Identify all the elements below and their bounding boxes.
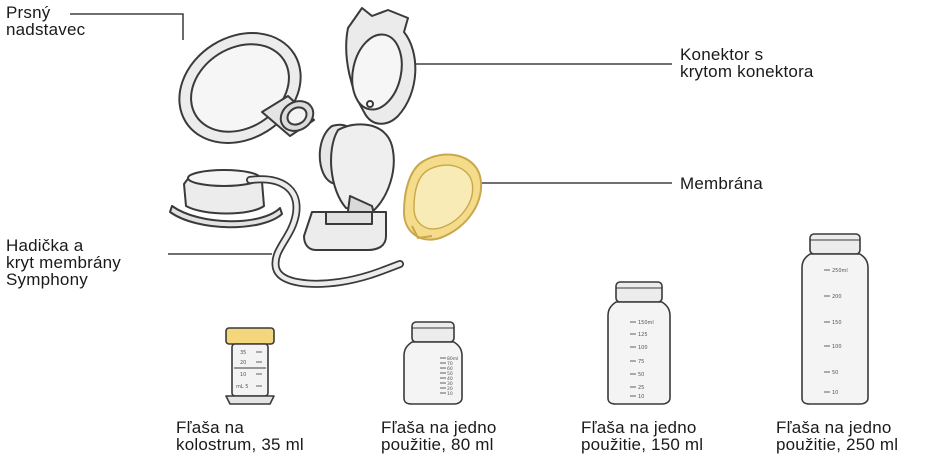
bottle-250ml-mark: 100 — [832, 344, 842, 350]
bottle-250ml-mark: 200 — [832, 294, 842, 300]
bottle-150ml-label-line: Fľaša na jedno — [581, 419, 703, 436]
membrane-label: Membrána — [680, 175, 763, 192]
tubing-label-line: Hadička a — [6, 237, 121, 254]
bottle-150ml-mark: 150ml — [638, 320, 654, 326]
bottle-250ml-icon — [802, 234, 868, 404]
bottle-250ml-label: Fľaša na jedno použitie, 250 ml — [776, 419, 898, 453]
tubing-label-line: Symphony — [6, 271, 121, 288]
breast-shield-label-line: Prsný — [6, 4, 85, 21]
bottle-150ml-label: Fľaša na jedno použitie, 150 ml — [581, 419, 703, 453]
colostrum-mark: 10 — [240, 372, 246, 378]
bottle-250ml-mark: 10 — [832, 390, 838, 396]
membrane-icon — [404, 154, 481, 239]
colostrum-bottle-label: Fľaša na kolostrum, 35 ml — [176, 419, 304, 453]
colostrum-bottle-icon — [226, 328, 274, 404]
bottle-80ml-label-line: Fľaša na jedno — [381, 419, 497, 436]
connector-icon — [304, 8, 415, 250]
colostrum-mark: 20 — [240, 360, 246, 366]
breast-shield-label: Prsný nadstavec — [6, 4, 85, 38]
colostrum-mark: 35 — [240, 350, 246, 356]
bottle-150ml-mark: 125 — [638, 332, 648, 338]
colostrum-mark: mL 5 — [236, 384, 248, 390]
bottle-80ml-label: Fľaša na jedno použitie, 80 ml — [381, 419, 497, 453]
bottle-80ml-icon — [404, 322, 462, 404]
colostrum-bottle-label-line: Fľaša na — [176, 419, 304, 436]
colostrum-bottle-label-line: kolostrum, 35 ml — [176, 436, 304, 453]
tubing-label-line: kryt membrány — [6, 254, 121, 271]
bottle-150ml-mark: 50 — [638, 372, 644, 378]
connector-label-line: Konektor s — [680, 46, 814, 63]
connector-label-line: krytom konektora — [680, 63, 814, 80]
connector-label: Konektor s krytom konektora — [680, 46, 814, 80]
bottle-150ml-label-line: použitie, 150 ml — [581, 436, 703, 453]
breast-shield-label-line: nadstavec — [6, 21, 85, 38]
bottle-150ml-mark: 25 — [638, 385, 644, 391]
bottle-80ml-label-line: použitie, 80 ml — [381, 436, 497, 453]
bottle-80ml-mark: 10 — [447, 391, 453, 397]
bottle-250ml-mark: 50 — [832, 370, 838, 376]
bottle-250ml-mark: 250ml — [832, 268, 848, 274]
bottle-150ml-mark: 100 — [638, 345, 648, 351]
bottle-250ml-label-line: použitie, 250 ml — [776, 436, 898, 453]
bottle-150ml-mark: 10 — [638, 394, 644, 400]
breast-shield-leader — [70, 14, 183, 40]
bottle-250ml-mark: 150 — [832, 320, 842, 326]
tubing-label: Hadička a kryt membrány Symphony — [6, 237, 121, 288]
bottle-250ml-label-line: Fľaša na jedno — [776, 419, 898, 436]
membrane-label-line: Membrána — [680, 175, 763, 192]
bottle-150ml-mark: 75 — [638, 359, 644, 365]
